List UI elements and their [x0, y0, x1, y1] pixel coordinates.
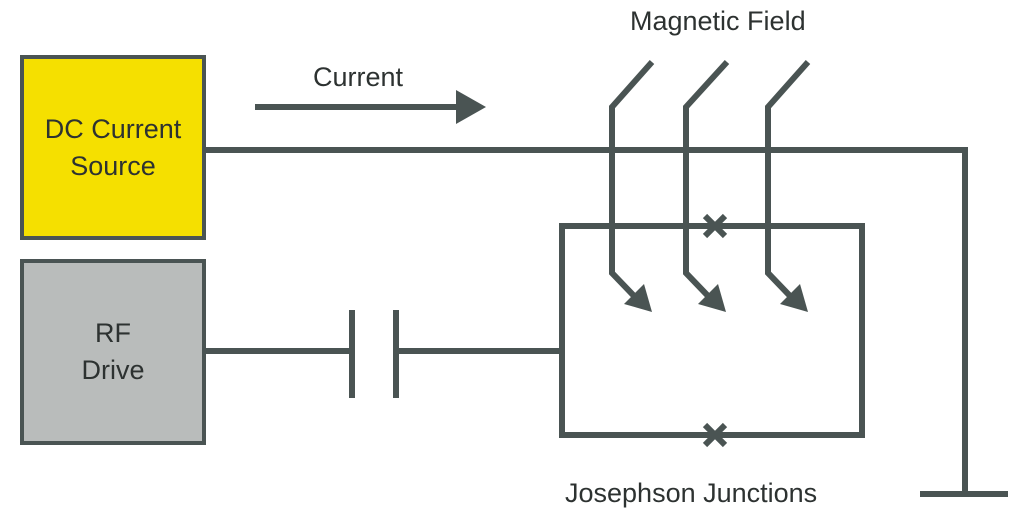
dc-source-label-line1: DC Current [44, 113, 182, 144]
field-arrow-icon [609, 60, 655, 301]
dc-wire [206, 147, 968, 494]
rf-drive-label-line1: RF [94, 318, 131, 348]
josephson-junction-icon [702, 422, 728, 448]
field-arrow-icon [765, 60, 811, 301]
field-arrowhead [624, 284, 652, 312]
capacitor-icon [349, 310, 399, 398]
magnetic-field-label: Magnetic Field [630, 6, 806, 36]
rf-drive: RF Drive [20, 259, 206, 445]
dc-current-source: DC Current Source [20, 55, 206, 240]
rf-drive-label-line2: Drive [81, 355, 145, 385]
superconducting-loop [559, 223, 865, 438]
field-arrowhead [780, 284, 808, 312]
josephson-junctions-label: Josephson Junctions [565, 478, 818, 508]
field-arrow-icon [683, 59, 730, 301]
dc-source-label-line2: Source [70, 150, 156, 181]
field-arrowhead [698, 284, 726, 312]
current-arrowhead [456, 90, 486, 124]
current-label: Current [313, 62, 404, 92]
josephson-junction-icon [702, 213, 728, 239]
